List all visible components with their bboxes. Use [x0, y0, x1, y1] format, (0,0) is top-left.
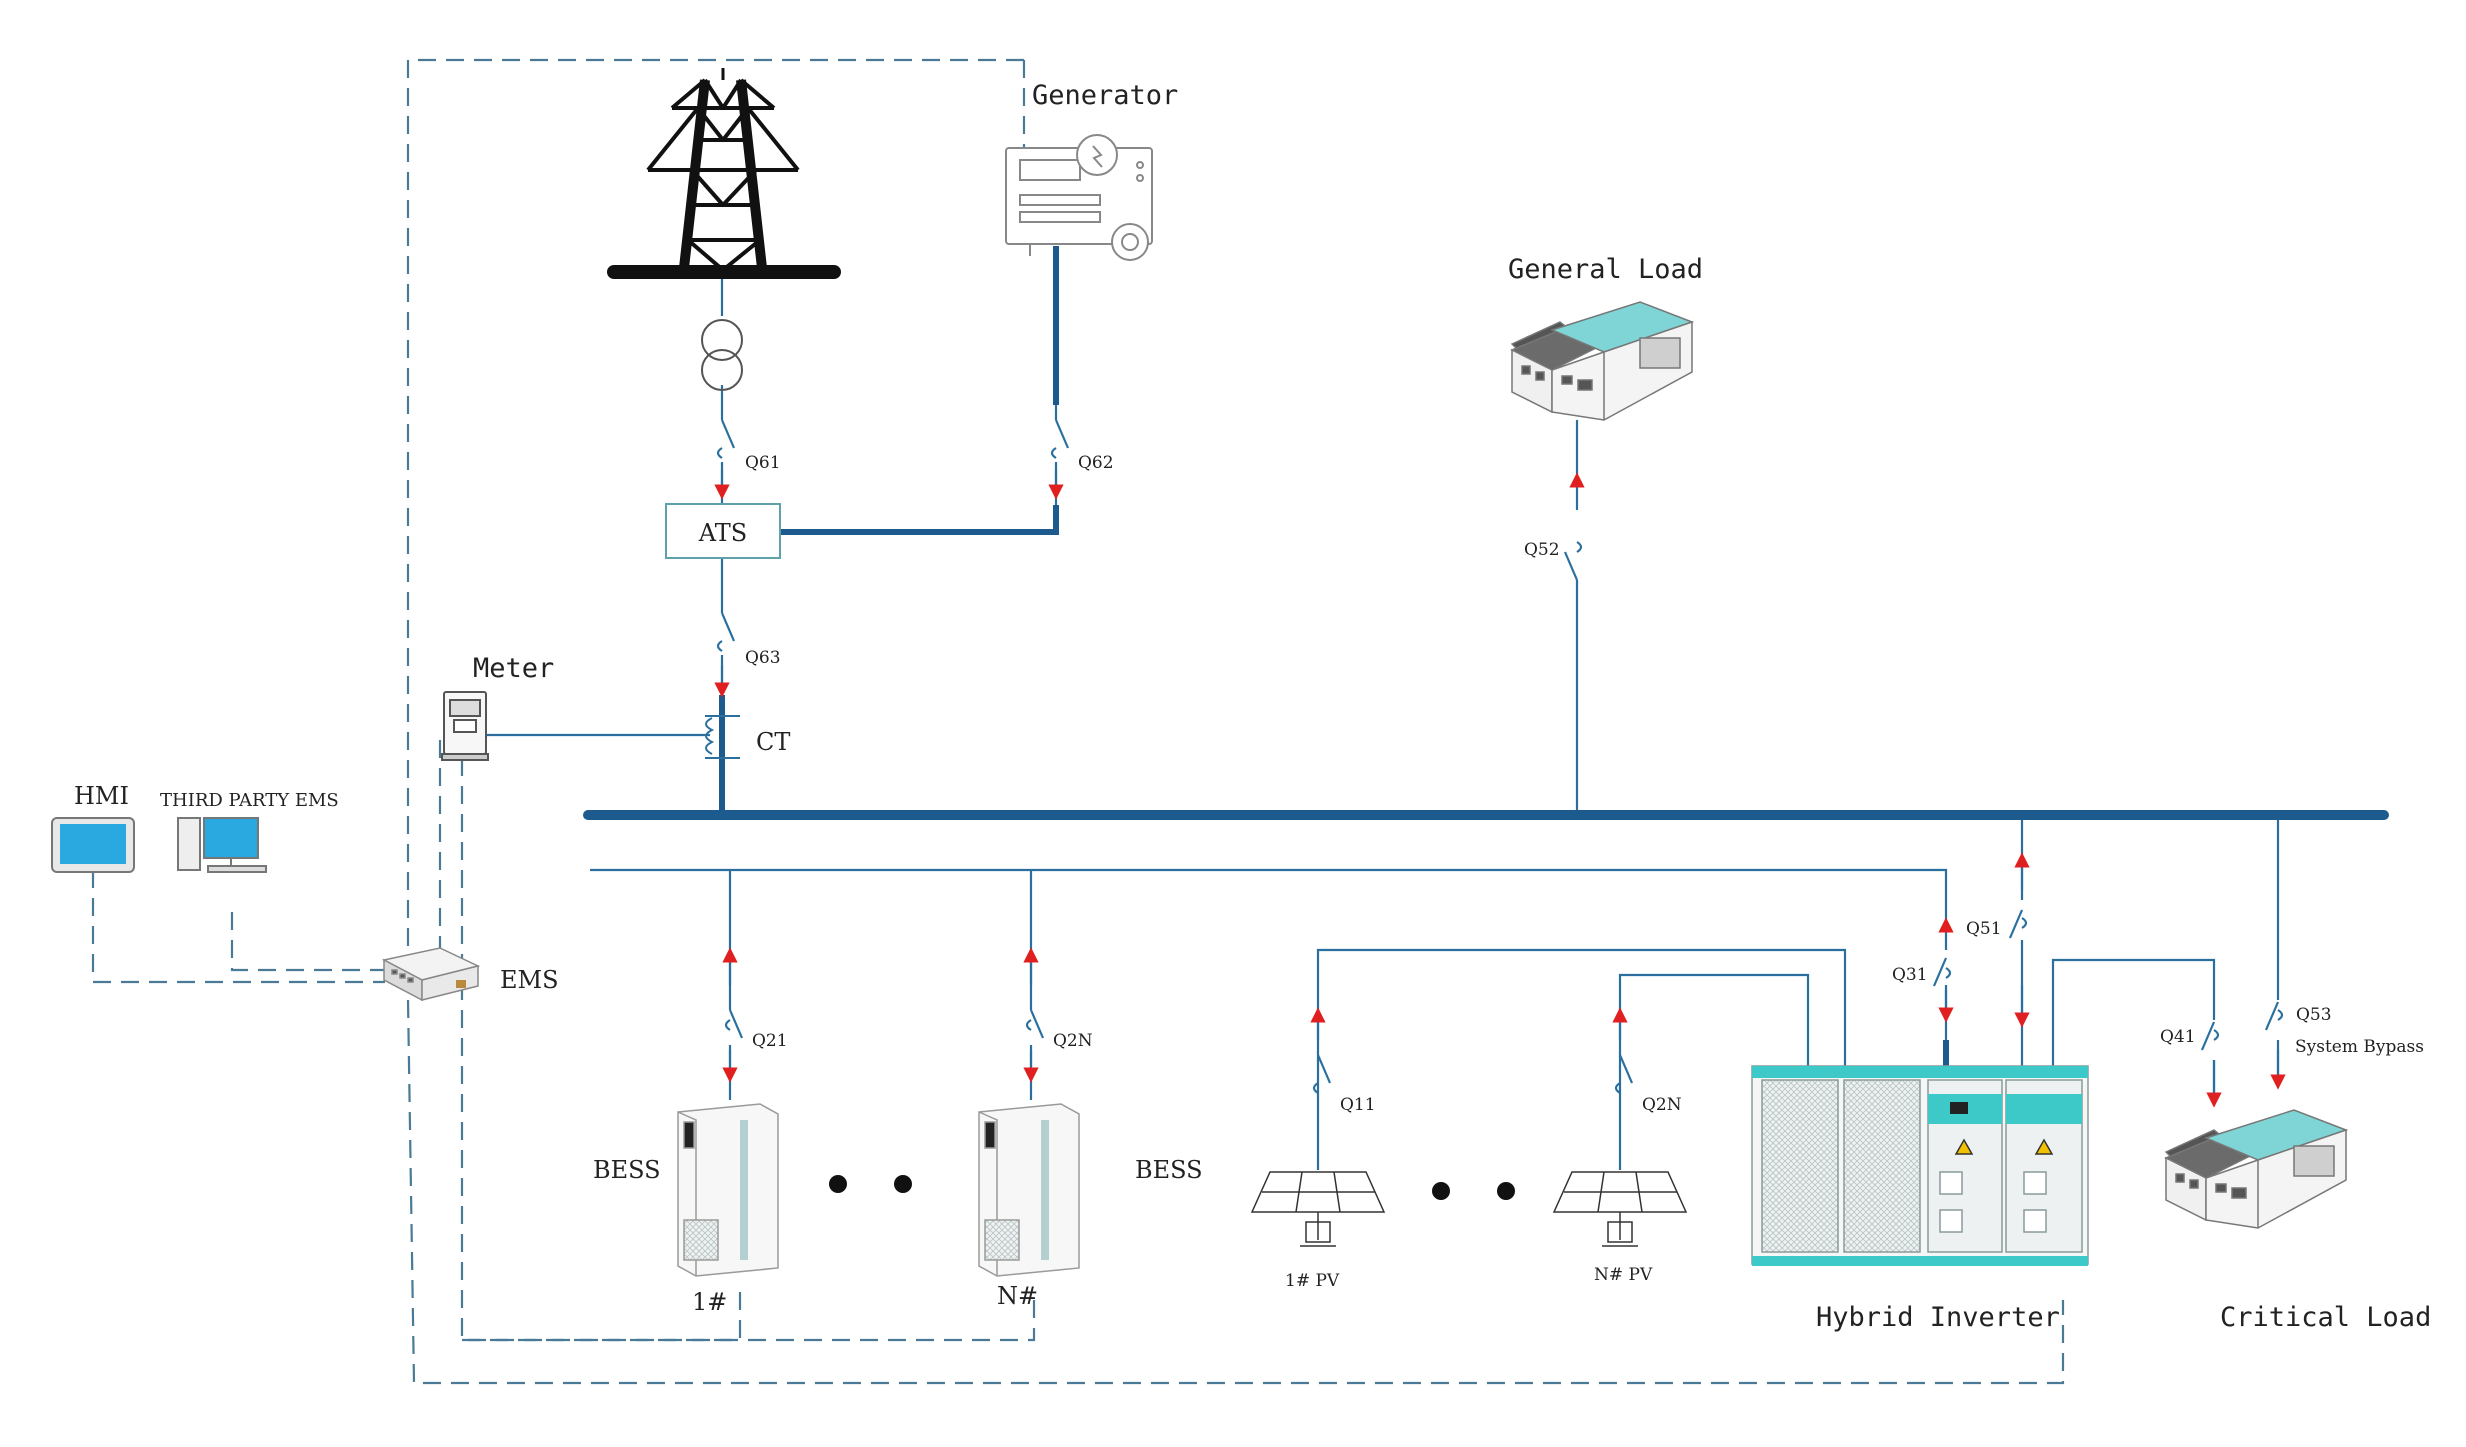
ct-label: CT — [756, 728, 790, 756]
breaker-q31-label: Q31 — [1892, 965, 1928, 985]
general-load-building-icon — [1510, 301, 1695, 421]
pv-n-label: N# PV — [1594, 1265, 1653, 1285]
system-bypass-label: System Bypass — [2295, 1037, 2424, 1057]
breaker-q21-label: Q21 — [752, 1031, 788, 1051]
pv-panel-icon-n — [1552, 1171, 1688, 1247]
transformer-icon — [701, 319, 743, 391]
flow-arrows — [714, 462, 2286, 1108]
bess-cabinet-icon-n — [978, 1103, 1080, 1277]
generator-icon — [1005, 134, 1153, 261]
generator-label: Generator — [1032, 80, 1178, 111]
breaker-q2n-bess-label: Q2N — [1053, 1031, 1093, 1051]
comm-lines — [91, 58, 2065, 1385]
general-load-label: General Load — [1508, 254, 1703, 285]
ems-label: EMS — [500, 966, 559, 994]
breaker-q63-label: Q63 — [745, 648, 781, 668]
hmi-icon — [51, 817, 135, 873]
hmi-label: HMI — [74, 782, 129, 810]
breaker-q11-label: Q11 — [1340, 1095, 1376, 1115]
meter-label: Meter — [473, 653, 554, 684]
breaker-q41-label: Q41 — [2160, 1027, 2196, 1047]
text-labels: Generator General Load ATS Meter CT HMI … — [74, 80, 2431, 1333]
pv-1-label: 1# PV — [1285, 1271, 1340, 1291]
pv-panel-icon-1 — [1250, 1171, 1386, 1247]
breaker-symbols — [716, 419, 2284, 1094]
bess-label-left: BESS — [593, 1156, 661, 1184]
breaker-q2n-pv-label: Q2N — [1642, 1095, 1682, 1115]
breaker-q52-label: Q52 — [1524, 540, 1560, 560]
pc-icon — [177, 817, 267, 873]
bess-1-label: 1# — [692, 1288, 727, 1316]
hybrid-inverter-label: Hybrid Inverter — [1816, 1302, 2060, 1333]
ellipsis-dots — [829, 1175, 1515, 1200]
ats-box — [665, 503, 781, 559]
heavy-lines — [583, 246, 2389, 1068]
ems-device-icon — [381, 947, 481, 1002]
critical-load-building-icon — [2164, 1109, 2349, 1229]
breaker-q51-label: Q51 — [1966, 919, 2002, 939]
third-party-ems-label: THIRD PARTY EMS — [160, 790, 339, 811]
meter-icon — [441, 691, 489, 761]
bess-n-label: N# — [997, 1282, 1038, 1310]
ct-icon — [705, 715, 740, 759]
bess-label-right: BESS — [1135, 1156, 1203, 1184]
breaker-q61-label: Q61 — [745, 453, 781, 473]
hybrid-inverter-cabinet-icon — [1751, 1065, 2089, 1266]
transmission-tower-icon — [607, 68, 841, 279]
breaker-q53-label: Q53 — [2296, 1005, 2332, 1025]
bess-cabinet-icon-1 — [677, 1103, 779, 1277]
breaker-q62-label: Q62 — [1078, 453, 1114, 473]
critical-load-label: Critical Load — [2220, 1302, 2431, 1333]
ats-label: ATS — [698, 519, 747, 547]
